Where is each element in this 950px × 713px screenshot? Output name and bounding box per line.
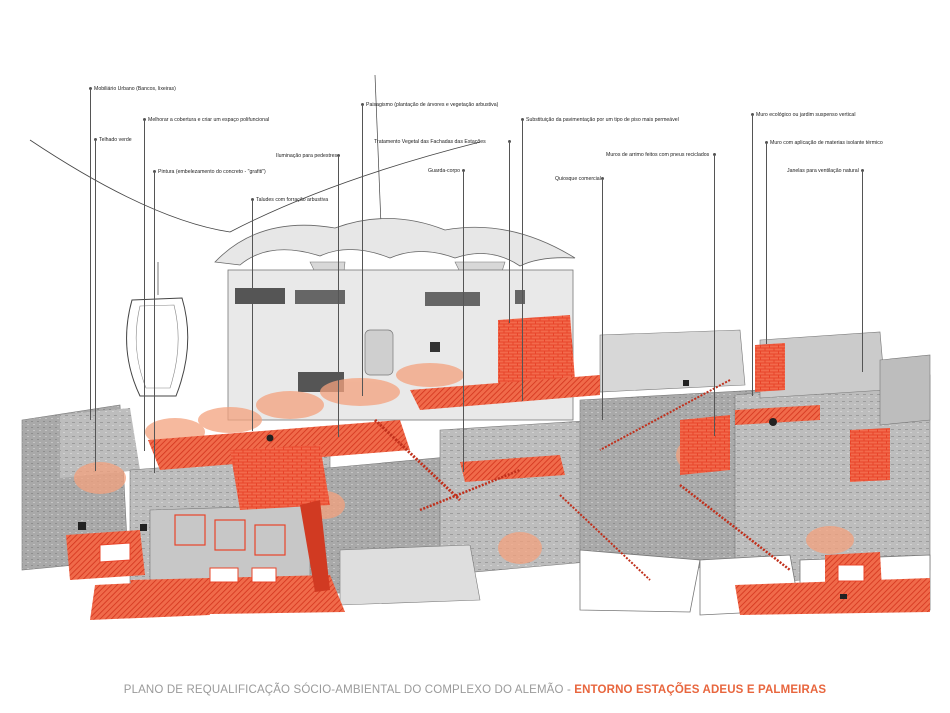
annotation-pintura: Pintura (embelezamento do concreto - "gr… [158,169,266,175]
annotation-paisagismo: Paisagismo (plantação de árvores e veget… [366,102,499,108]
leader-dot [89,87,92,90]
leader-line [252,201,253,431]
annotation-tratamento: Tratamento Vegetal das Fachadas das Esta… [374,139,486,145]
annotation-muro-ecologico: Muro ecológico ou jardim suspenso vertic… [756,112,856,118]
leader-line [90,90,91,420]
leader-dot [521,118,524,121]
leader-dot [508,140,511,143]
leader-dot [765,141,768,144]
page-footer-title: PLANO DE REQUALIFICAÇÃO SÓCIO-AMBIENTAL … [0,684,950,696]
leader-dot [251,198,254,201]
cable-car-cabin [126,262,189,397]
annotation-muros-arrimo: Muros de arrimo feitos com pneus recicla… [606,152,710,158]
annotation-janelas: Janelas para ventilação natural [787,168,859,174]
leader-dot [462,169,465,172]
leader-dot [143,118,146,121]
leader-dot [337,154,340,157]
leader-line [522,121,523,401]
leader-line [362,106,363,396]
annotation-taludes: Taludes com forração arbustiva [256,197,329,203]
leader-line [766,144,767,344]
leader-line [509,143,510,323]
footer-separator: - [563,684,575,696]
footer-title-bold: ENTORNO ESTAÇÕES ADEUS E PALMEIRAS [574,684,827,696]
map-icons [78,380,847,599]
annotation-cobertura: Melhorar a cobertura e criar um espaço p… [148,117,270,123]
leader-dot [361,103,364,106]
leader-line [862,172,863,372]
annotation-quiosque: Quiosque comercial [555,176,601,182]
annotation-mobiliario: Mobiliário Urbano (Bancos, lixeiras) [94,86,176,92]
leader-line [144,121,145,451]
footer-title-regular: PLANO DE REQUALIFICAÇÃO SÓCIO-AMBIENTAL … [123,684,564,696]
leader-dot [751,113,754,116]
leader-line [752,116,753,396]
annotation-guarda-corpo: Guarda-corpo [428,168,461,174]
leader-dot [713,153,716,156]
leader-line [338,157,339,437]
annotation-telhado-verde: Telhado verde [99,137,132,143]
annotation-substituicao: Substituição da pavimentação por um tipo… [526,117,679,123]
leader-dot [153,170,156,173]
leader-line [154,173,155,473]
annotation-iluminacao: Iluminação para pedestres [276,153,338,159]
leader-dot [601,177,604,180]
leader-dot [94,138,97,141]
leader-line [714,156,715,436]
annotation-muro-isolante: Muro com aplicação de materias isolante … [770,140,883,146]
leader-line [463,172,464,472]
leader-dot [861,169,864,172]
leader-line [602,180,603,420]
leader-line [95,141,96,471]
red-interventions [66,315,930,620]
